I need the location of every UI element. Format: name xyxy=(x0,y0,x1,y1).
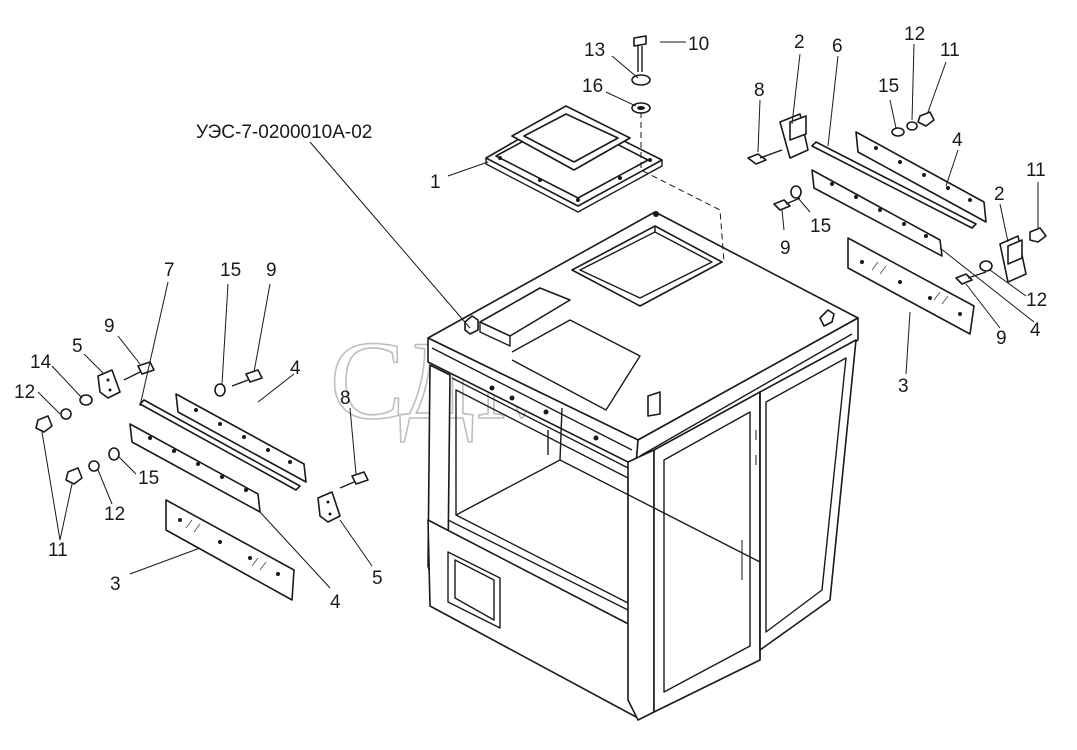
callout-11: 11 xyxy=(48,540,68,561)
callout-8: 8 xyxy=(340,388,351,409)
callout-12: 12 xyxy=(1026,290,1047,311)
callout-3: 3 xyxy=(898,376,909,397)
callout-4: 4 xyxy=(330,592,341,613)
callout-2: 2 xyxy=(794,32,805,53)
callout-8: 8 xyxy=(754,80,765,101)
roof-hatch-cover xyxy=(485,105,663,213)
callout-5: 5 xyxy=(372,568,383,589)
callout-2: 2 xyxy=(994,184,1005,205)
callout-10: 10 xyxy=(688,34,709,55)
callout-12: 12 xyxy=(14,382,35,403)
callout-4: 4 xyxy=(290,358,301,379)
top-fastener-stack xyxy=(631,35,725,263)
callout-15: 15 xyxy=(810,216,831,237)
callout-12: 12 xyxy=(104,504,125,525)
assembly-code-label: УЭС-7-0200010А-02 xyxy=(196,122,372,143)
right-upper-assembly xyxy=(747,111,987,257)
callout-5: 5 xyxy=(72,336,83,357)
callout-14: 14 xyxy=(30,352,52,373)
cab-frame xyxy=(427,211,859,721)
callout-15: 15 xyxy=(138,468,159,489)
callout-11: 11 xyxy=(940,40,960,61)
callout-9: 9 xyxy=(104,316,115,337)
callout-9: 9 xyxy=(996,328,1007,349)
callout-11: 11 xyxy=(1026,160,1046,181)
callout-15: 15 xyxy=(878,76,899,97)
callout-4: 4 xyxy=(1030,320,1041,341)
callout-7: 7 xyxy=(164,260,175,281)
callout-15: 15 xyxy=(220,260,241,281)
right-lower-assembly xyxy=(847,227,1047,335)
leader-lines xyxy=(37,41,1039,589)
callout-9: 9 xyxy=(780,238,791,259)
left-assembly xyxy=(35,361,369,601)
callout-labels: УЭС-7-0200010А-02 1 10 13 16 8 2 6 15 12… xyxy=(14,24,1047,613)
callout-12: 12 xyxy=(904,24,925,45)
callout-4: 4 xyxy=(952,130,963,151)
callout-9: 9 xyxy=(266,260,277,281)
callout-13: 13 xyxy=(584,40,605,61)
callout-3: 3 xyxy=(110,574,121,595)
callout-1: 1 xyxy=(430,172,441,193)
callout-6: 6 xyxy=(832,36,843,57)
callout-16: 16 xyxy=(582,76,603,97)
